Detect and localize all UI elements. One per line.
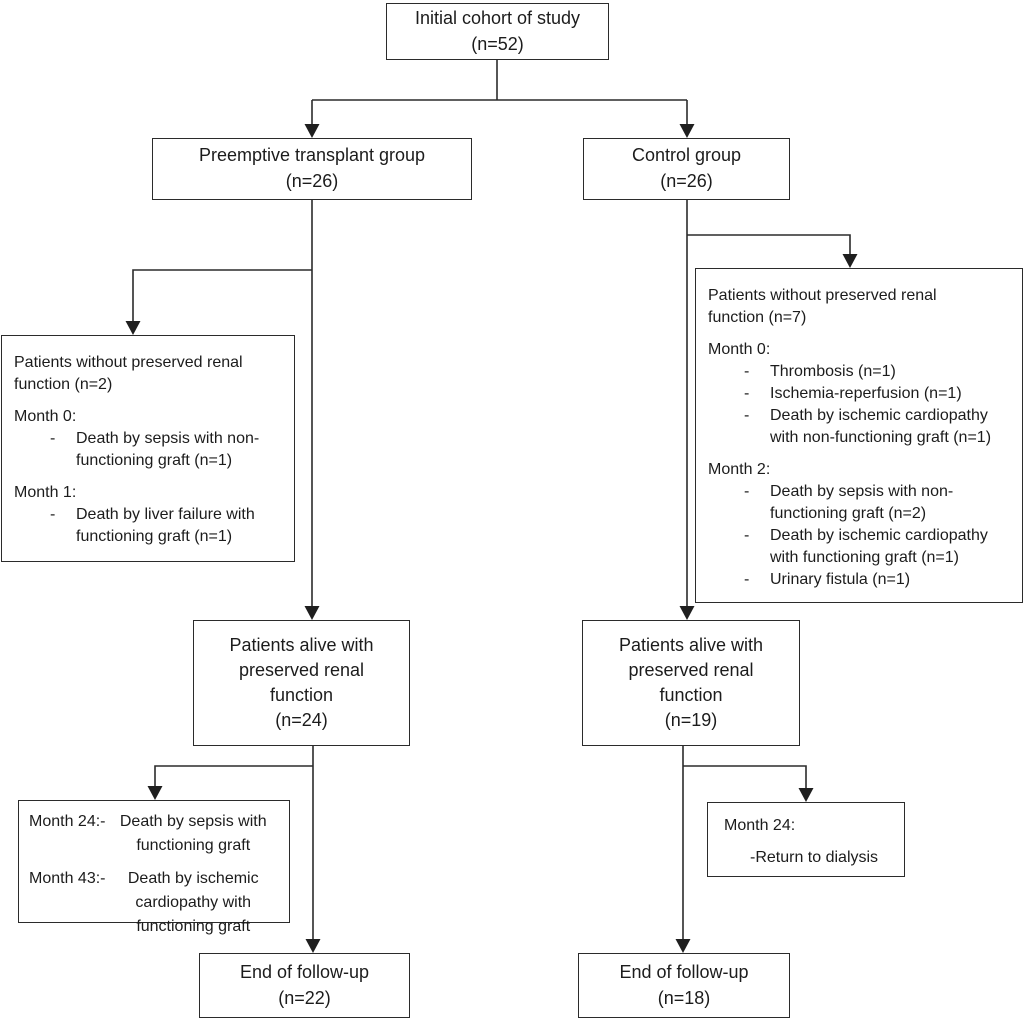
exclusion-item-text: Death by ischemic cardiopathy with non-f… [770,407,992,446]
preemptive-exclusion-box: Patients without preserved renal functio… [1,335,295,562]
arrow-to-left-alive [304,606,320,620]
preemptive-end-followup-box: End of follow-up (n=22) [199,953,410,1018]
exclusion-list-item: Month 2: [708,459,1016,481]
exclusion-item-text: Month 2: [708,461,771,478]
late-event-entry: Month 24:- Death by sepsis with function… [29,810,281,858]
exclusion-list-item: - Death by ischemic cardiopathy with non… [708,405,1016,449]
late-event-text: -Return to dialysis [750,849,879,866]
exclusion-item-text: Death by sepsis with non- functioning gr… [770,483,954,522]
control-exclusion-box: Patients without preserved renal functio… [695,268,1023,603]
control-group-box: Control group (n=26) [583,138,790,200]
preemptive-late-events-box: Month 24:- Death by sepsis with function… [18,800,290,935]
arrow-to-right-end [675,939,691,953]
exclusion-list-item: Patients without preserved renal functio… [708,285,1016,329]
preemptive-group-box: Preemptive transplant group (n=26) [152,138,472,200]
exclusion-list-item: - Death by sepsis with non- functioning … [14,428,288,472]
control-late-events-box: Month 24: -Return to dialysis [707,802,905,877]
exclusion-list-item: - Urinary fistula (n=1) [708,569,1016,591]
exclusion-item-text: Month 1: [14,484,77,501]
exclusion-list-item: Patients without preserved renal functio… [14,352,288,396]
exclusion-list-item: Month 1: [14,482,288,504]
arrow-to-control-group [679,124,695,138]
exclusion-item-text: Patients without preserved renal functio… [708,287,937,326]
bullet-dash: - [50,430,56,447]
exclusion-item-text: Death by sepsis with non- functioning gr… [76,430,260,469]
exclusion-item-text: Patients without preserved renal functio… [14,354,243,393]
exclusion-item-text: Month 0: [14,408,77,425]
exclusion-list-item: Month 0: [14,406,288,428]
bullet-dash: - [744,483,750,500]
exclusion-item-text: Thrombosis (n=1) [770,363,896,380]
exclusion-item-text: Death by liver failure with functioning … [76,506,255,545]
arrow-to-right-late-events [798,788,814,802]
bullet-dash: - [50,506,56,523]
exclusion-item-text: Month 0: [708,341,771,358]
exclusion-list-item: - Ischemia-reperfusion (n=1) [708,383,1016,405]
exclusion-list-item: - Death by liver failure with functionin… [14,504,288,548]
bullet-dash: - [744,571,750,588]
arrow-to-right-exclusion [842,254,858,268]
bullet-dash: - [744,527,750,544]
control-end-followup-box: End of follow-up (n=18) [578,953,790,1018]
connector-lines [132,60,851,943]
arrow-to-left-late-events [147,786,163,800]
exclusion-list-item: Month 0: [708,339,1016,361]
arrow-to-left-exclusion [125,321,141,335]
arrow-to-preemptive-group [304,124,320,138]
late-event-text: Death by ischemic cardiopathy with funct… [127,870,259,935]
exclusion-list-item: - Death by ischemic cardiopathy with fun… [708,525,1016,569]
late-event-entry: Month 43:- Death by ischemic cardiopathy… [29,867,281,939]
arrow-to-left-end [305,939,321,953]
bullet-dash: - [744,385,750,402]
late-event-month-label: Month 24:- [29,813,106,830]
arrow-to-right-alive [679,606,695,620]
exclusion-item-text: Urinary fistula (n=1) [770,571,911,588]
initial-cohort-box: Initial cohort of study (n=52) [386,3,609,60]
control-alive-box: Patients alive with preserved renal func… [582,620,800,746]
bullet-dash: - [744,363,750,380]
exclusion-list-item: - Thrombosis (n=1) [708,361,1016,383]
late-event-text: Death by sepsis with functioning graft [119,813,267,854]
exclusion-list-item: - Death by sepsis with non- functioning … [708,481,1016,525]
arrowheads [125,124,858,953]
preemptive-alive-box: Patients alive with preserved renal func… [193,620,410,746]
exclusion-item-text: Death by ischemic cardiopathy with funct… [770,527,988,566]
late-event-month-label: Month 24: [724,817,796,834]
bullet-dash: - [744,407,750,424]
exclusion-item-text: Ischemia-reperfusion (n=1) [770,385,962,402]
late-event-month-label: Month 43:- [29,870,106,887]
